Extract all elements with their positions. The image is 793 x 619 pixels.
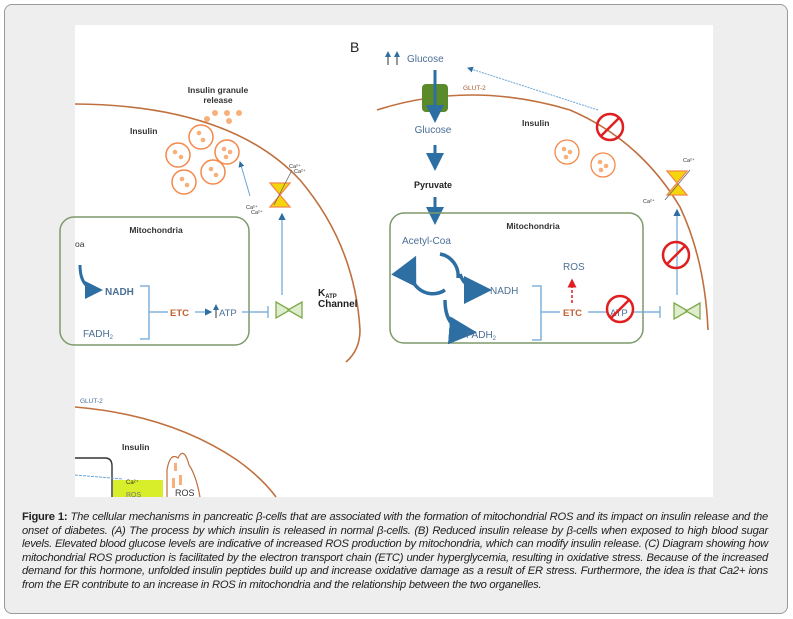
atp-label: ATP [219, 308, 237, 319]
granule-release-label: Insulin granule [188, 85, 249, 95]
svg-text:Ca²⁺: Ca²⁺ [294, 168, 306, 175]
nadh-label-b: NADH [490, 286, 518, 297]
etc-label-b: ETC [563, 308, 582, 319]
panel-a: Insulin granule release Insulin Ca²⁺ Ca²… [59, 85, 361, 363]
insulin-label: Insulin [130, 126, 157, 136]
mitochondria-box-b [389, 212, 644, 344]
mitochondria-box-a [59, 216, 250, 346]
er-icon [166, 452, 201, 498]
caption-text: The cellular mechanisms in pancreatic β-… [22, 511, 768, 591]
ros-label-b: ROS [563, 262, 585, 273]
mitochondria-label-b: Mitochondria [506, 221, 560, 231]
inhibition-icon [605, 294, 635, 324]
mitochondria-label: Mitochondria [129, 225, 183, 235]
svg-text:oa: oa [75, 239, 85, 249]
katp-channel-icon-b [673, 301, 701, 321]
inhibition-icon [595, 112, 625, 142]
cell-membrane [74, 103, 361, 363]
katp-channel-icon [275, 300, 303, 320]
svg-text:Channel: Channel [318, 299, 358, 310]
fadh2-label: FADH2 [83, 329, 114, 341]
insulin-label-b: Insulin [522, 118, 549, 128]
glucose-inside-label: Glucose [415, 125, 452, 136]
calcium-channel-icon [268, 169, 293, 208]
atp-label-b: ATP [610, 308, 628, 319]
svg-text:Ca²⁺: Ca²⁺ [289, 163, 301, 170]
etc-label: ETC [170, 308, 189, 319]
fadh2-label-b: FADH2 [466, 330, 497, 342]
svg-text:Ca²⁺: Ca²⁺ [251, 209, 263, 216]
glut2-label-c: GLUT-2 [80, 398, 103, 405]
svg-text:Ca²⁺: Ca²⁺ [683, 157, 695, 164]
calcium-channel-icon-b [664, 169, 691, 201]
svg-text:Ca²⁺: Ca²⁺ [126, 479, 139, 486]
panel-b: Glucose GLUT-2 Glucose Pyruvate Insulin … [376, 51, 709, 345]
cell-membrane-b [376, 94, 709, 331]
granule-release-label-2: release [203, 95, 233, 105]
nadh-label: NADH [105, 287, 134, 298]
figure-image: Insulin granule release Insulin Ca²⁺ Ca²… [59, 25, 713, 499]
panel-c: GLUT-2 Insulin Ca²⁺ ROS ROS [74, 398, 277, 499]
svg-text:Ca²⁺: Ca²⁺ [643, 198, 655, 205]
ros-label-c: ROS [175, 488, 195, 498]
svg-text:Ca²⁺: Ca²⁺ [246, 204, 258, 211]
acetyl-coa-label: Acetyl-Coa [402, 236, 451, 247]
caption-label: Figure 1: [22, 511, 68, 523]
krebs-cycle-icon [391, 252, 492, 345]
inhibition-icon [661, 240, 691, 270]
figure-caption: Figure 1: The cellular mechanisms in pan… [22, 511, 768, 593]
pyruvate-label: Pyruvate [414, 180, 452, 190]
katp-label: KATP [318, 288, 337, 300]
glut2-label: GLUT-2 [463, 85, 486, 92]
insulin-label-c: Insulin [122, 442, 149, 452]
svg-text:ROS: ROS [126, 492, 142, 499]
panel-b-label: B [350, 39, 359, 55]
glucose-outside-label: Glucose [407, 54, 444, 65]
insulin-vesicles [165, 124, 240, 195]
insulin-granules [204, 110, 242, 124]
